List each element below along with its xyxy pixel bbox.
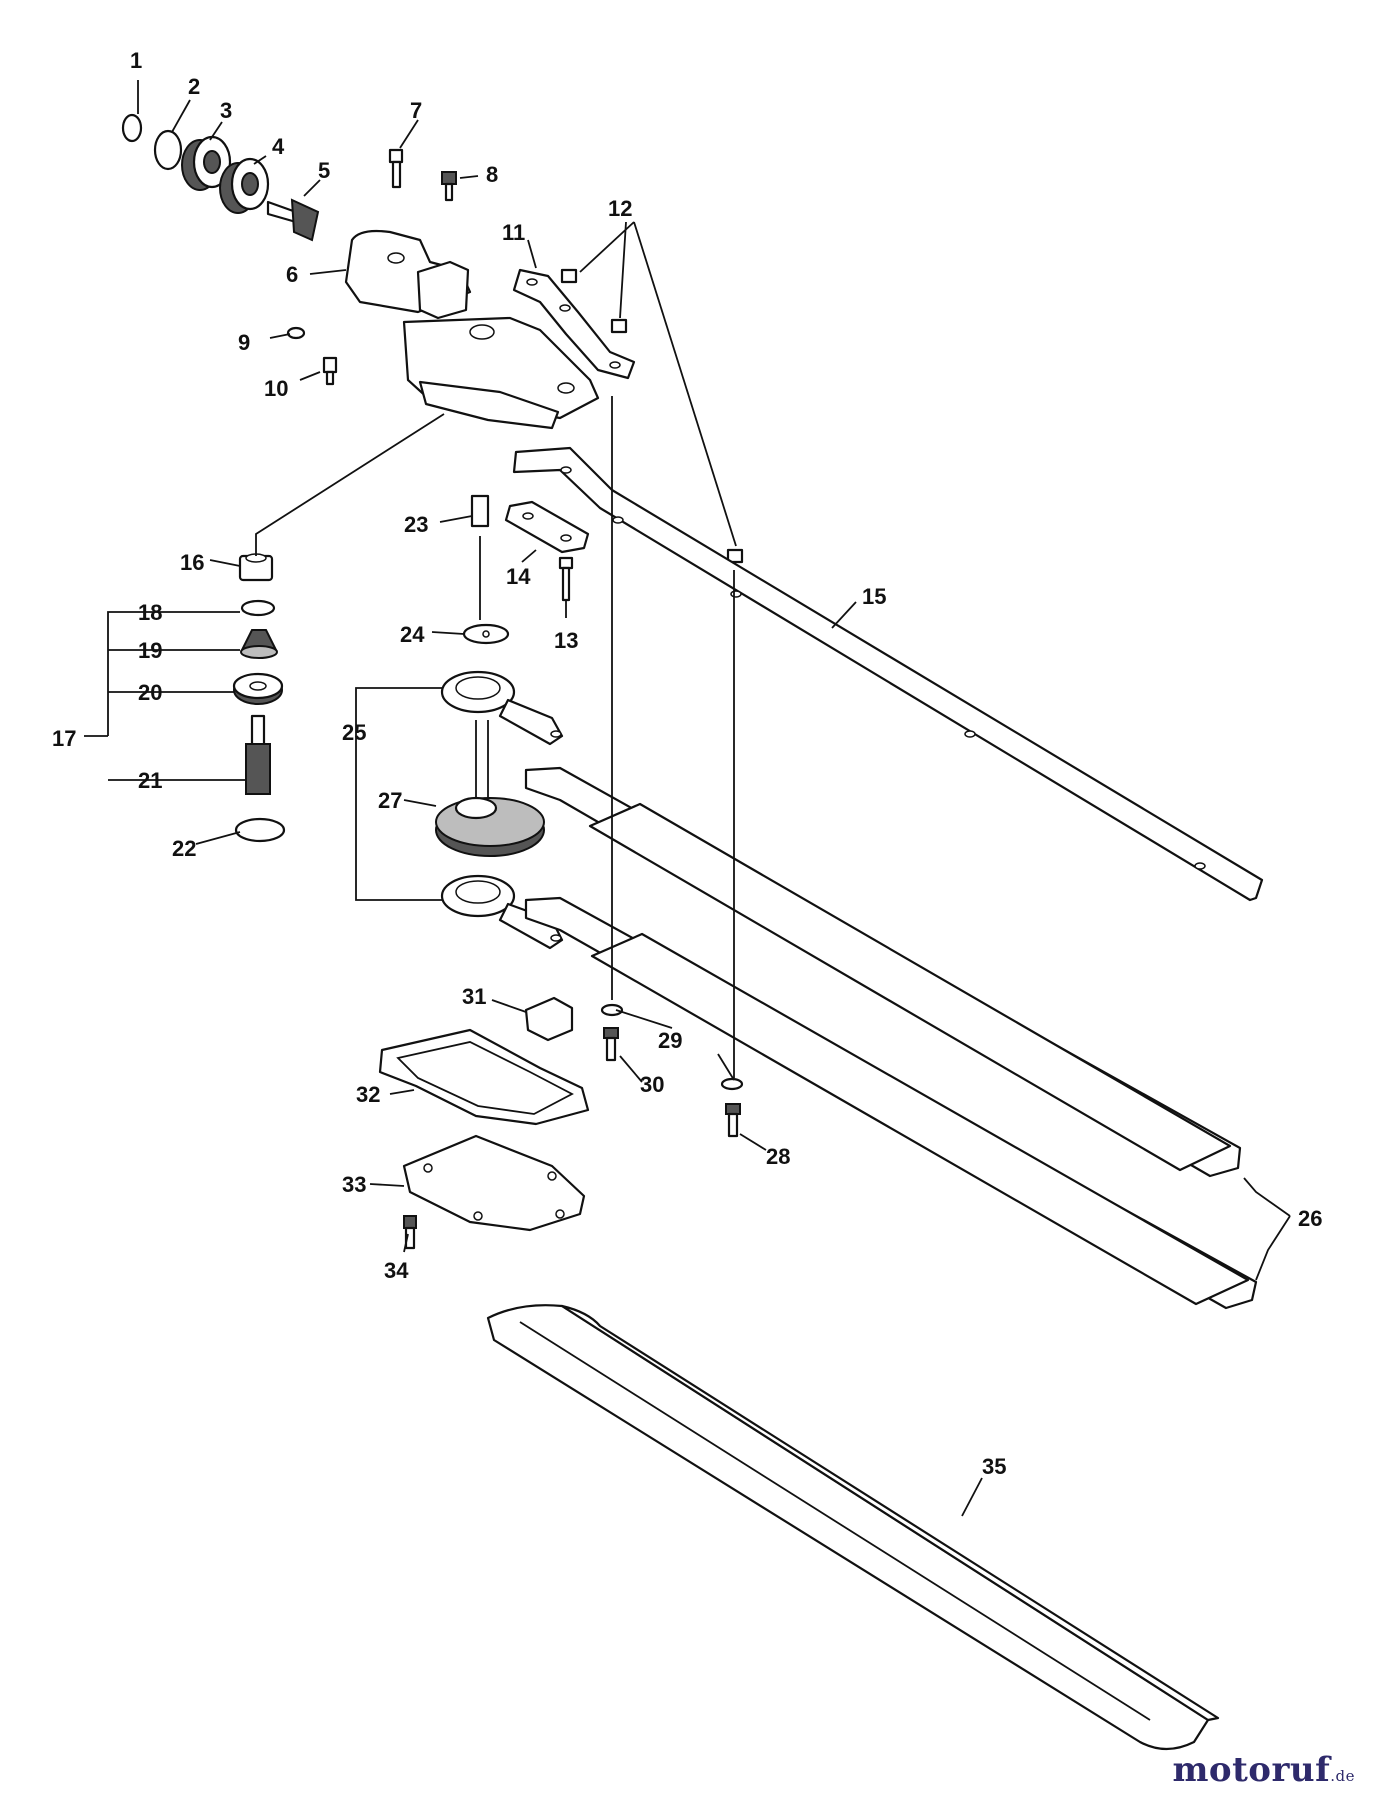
part-16-bushing <box>238 553 274 582</box>
label-24: 24 <box>400 622 425 647</box>
part-24-washer <box>462 623 510 645</box>
label-14: 14 <box>506 564 531 589</box>
label-34: 34 <box>384 1258 409 1283</box>
part-35-blade-sheath <box>486 1304 1220 1751</box>
part-2-snap-ring <box>153 129 183 171</box>
label-32: 32 <box>356 1082 380 1107</box>
part-23-pin <box>470 494 490 528</box>
part-10-grease-nipple <box>322 356 338 386</box>
label-11: 11 <box>502 220 525 245</box>
part-13-bolt <box>558 556 574 602</box>
label-20: 20 <box>138 680 162 705</box>
label-15: 15 <box>862 584 886 609</box>
part-27-crank-gear <box>435 720 545 857</box>
part-labels: 1 2 3 4 5 6 7 8 9 10 11 12 13 14 15 16 1… <box>52 48 1322 1479</box>
label-16: 16 <box>180 550 204 575</box>
part-28-bolt <box>725 1103 741 1138</box>
label-1: 1 <box>130 48 142 73</box>
watermark-suffix: .de <box>1330 1767 1355 1785</box>
part-21-gear-shaft <box>245 714 271 795</box>
label-17: 17 <box>52 726 76 751</box>
label-8: 8 <box>486 162 498 187</box>
part-1-circlip <box>121 113 143 143</box>
part-4-bearing <box>219 157 270 214</box>
part-25-connecting-rod-lower <box>440 874 564 950</box>
label-12: 12 <box>608 196 632 221</box>
part-26-blade-upper <box>524 766 1242 1178</box>
label-4: 4 <box>272 134 285 159</box>
label-22: 22 <box>172 836 196 861</box>
part-8-grease-nipple <box>441 171 457 202</box>
label-23: 23 <box>404 512 428 537</box>
label-5: 5 <box>318 158 330 183</box>
part-31-clip <box>524 996 574 1042</box>
label-21: 21 <box>138 768 162 793</box>
label-27: 27 <box>378 788 402 813</box>
part-9-washer <box>286 326 306 340</box>
label-25: 25 <box>342 720 366 745</box>
label-19: 19 <box>138 638 162 663</box>
label-6: 6 <box>286 262 298 287</box>
part-7-bolt <box>388 148 404 189</box>
part-33-cover-plate <box>402 1134 586 1232</box>
label-26: 26 <box>1298 1206 1322 1231</box>
part-11-bracket <box>512 268 636 380</box>
label-2: 2 <box>188 74 200 99</box>
part-22-snap-ring <box>234 817 286 843</box>
leader-lines <box>84 80 1291 1517</box>
label-35: 35 <box>982 1454 1006 1479</box>
label-7: 7 <box>410 98 422 123</box>
label-33: 33 <box>342 1172 366 1197</box>
part-30-bolt <box>603 1027 619 1062</box>
part-15-guide-bar <box>512 446 1264 902</box>
label-3: 3 <box>220 98 232 123</box>
label-9: 9 <box>238 330 250 355</box>
label-13: 13 <box>554 628 578 653</box>
part-32-gasket <box>378 1028 590 1126</box>
watermark-main: motoruf <box>1172 1750 1331 1790</box>
part-19-bevel-gear <box>240 629 278 659</box>
label-30: 30 <box>640 1072 664 1097</box>
watermark-logo: motoruf.de <box>1172 1750 1355 1790</box>
label-18: 18 <box>138 600 162 625</box>
label-28: 28 <box>766 1144 790 1169</box>
part-14-plate <box>504 500 590 554</box>
label-31: 31 <box>462 984 486 1009</box>
part-18-circlip <box>240 599 276 617</box>
label-29: 29 <box>658 1028 682 1053</box>
label-10: 10 <box>264 376 288 401</box>
part-6-gear-housing <box>344 229 600 430</box>
part-25-connecting-rod-upper <box>440 670 564 746</box>
part-20-bearing <box>232 672 284 705</box>
part-12-nuts <box>560 268 744 564</box>
part-26-blade-lower <box>524 896 1258 1310</box>
part-5-bevel-pinion <box>266 198 320 242</box>
part-29-washers <box>600 1003 744 1091</box>
part-34-screw <box>403 1215 417 1250</box>
